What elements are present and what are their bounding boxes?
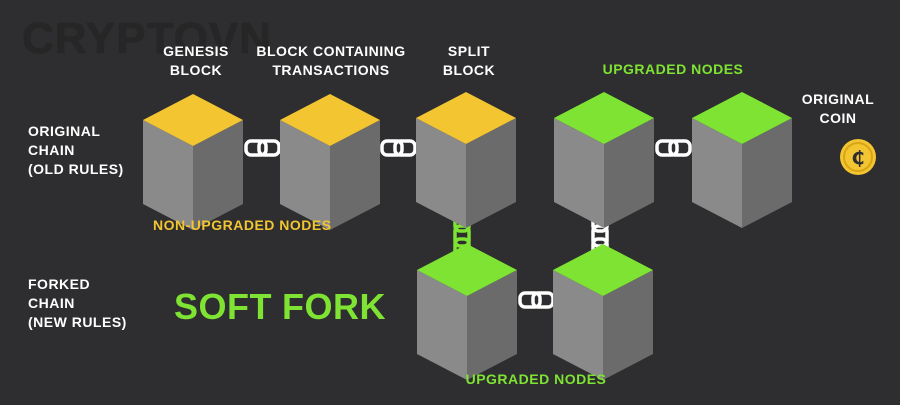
split-block-cube [416,92,516,228]
forked-cube-1 [417,244,517,380]
chain-link-upgraded-top [655,139,692,157]
soft-fork-title-word1: SOFT [174,286,272,327]
upgraded-nodes-bottom-label: UPGRADED NODES [465,371,607,387]
non-upgraded-nodes-label: NON-UPGRADED NODES [153,217,332,233]
forked-chain-label: FORKED CHAIN (NEW RULES) [28,276,127,330]
block-containing-transactions-label: BLOCK CONTAINING TRANSACTIONS [256,43,406,78]
genesis-block-cube [143,94,243,230]
original-coin-label: ORIGINAL COIN [801,91,875,126]
coin-symbol: ₵ [851,147,864,169]
original-chain-label: ORIGINAL CHAIN (OLD RULES) [28,123,124,177]
forked-cube-2 [553,244,653,380]
upgraded-cube-top-1 [554,92,654,228]
chain-link-tx-to-split [380,139,417,157]
chain-link-forked-bottom [518,291,555,309]
upgraded-nodes-top-label: UPGRADED NODES [602,61,744,77]
split-block-label: SPLIT BLOCK [442,43,496,78]
watermark-logo: CRYPTOVN [22,14,273,63]
transaction-block-cube [280,94,380,230]
upgraded-cube-top-2 [692,92,792,228]
soft-fork-title-word2: FORK [282,286,386,327]
genesis-block-label: GENESIS BLOCK [163,43,229,78]
coin-icon: ₵ [840,139,876,175]
chain-link-genesis-to-tx [244,139,281,157]
